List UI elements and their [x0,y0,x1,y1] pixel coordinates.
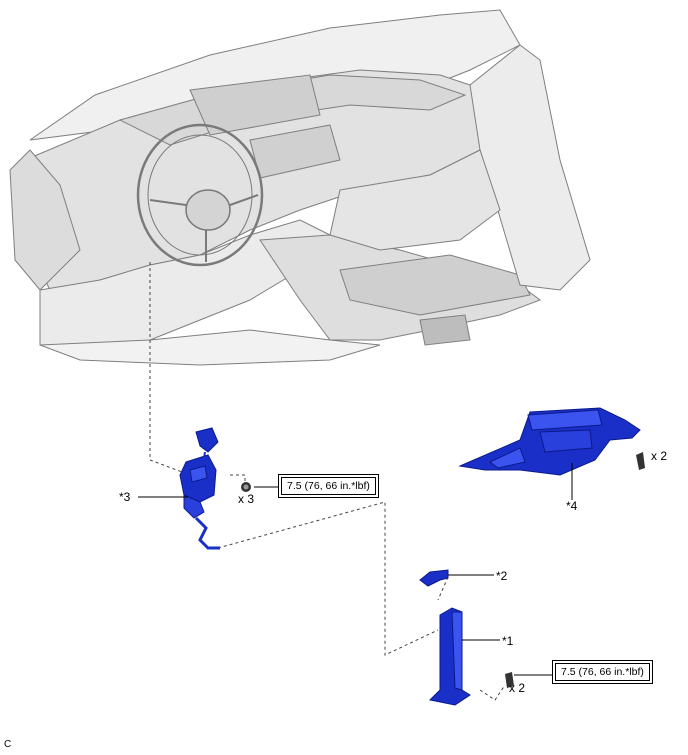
quantity-label: x 3 [238,492,255,506]
part-4-illustration [458,407,641,476]
torque-spec-box: 7.5 (76, 66 in.*lbf) [278,474,379,498]
part-3-label: *3 [119,490,131,504]
part-2-illustration [419,569,449,587]
steering-wheel-illustration [136,123,264,267]
part-1-illustration [428,607,471,706]
part-3-illustration [179,427,220,550]
part-1-label: *1 [502,634,514,648]
quantity-label: x 2 [651,449,668,463]
part-4-label: *4 [566,499,578,513]
torque-spec-text: 7.5 (76, 66 in.*lbf) [281,477,376,495]
part-2-label: *2 [496,569,508,583]
vehicle-interior-illustration [9,9,591,366]
quantity-label: x 2 [509,681,526,695]
bolt-icon [241,482,251,492]
torque-spec-text: 7.5 (76, 66 in.*lbf) [555,663,650,681]
bolt-icon [636,452,645,470]
figure-code: C [4,739,12,750]
bolt-icon [505,672,514,688]
torque-spec-box: 7.5 (76, 66 in.*lbf) [552,660,653,684]
leader-lines [149,262,506,701]
